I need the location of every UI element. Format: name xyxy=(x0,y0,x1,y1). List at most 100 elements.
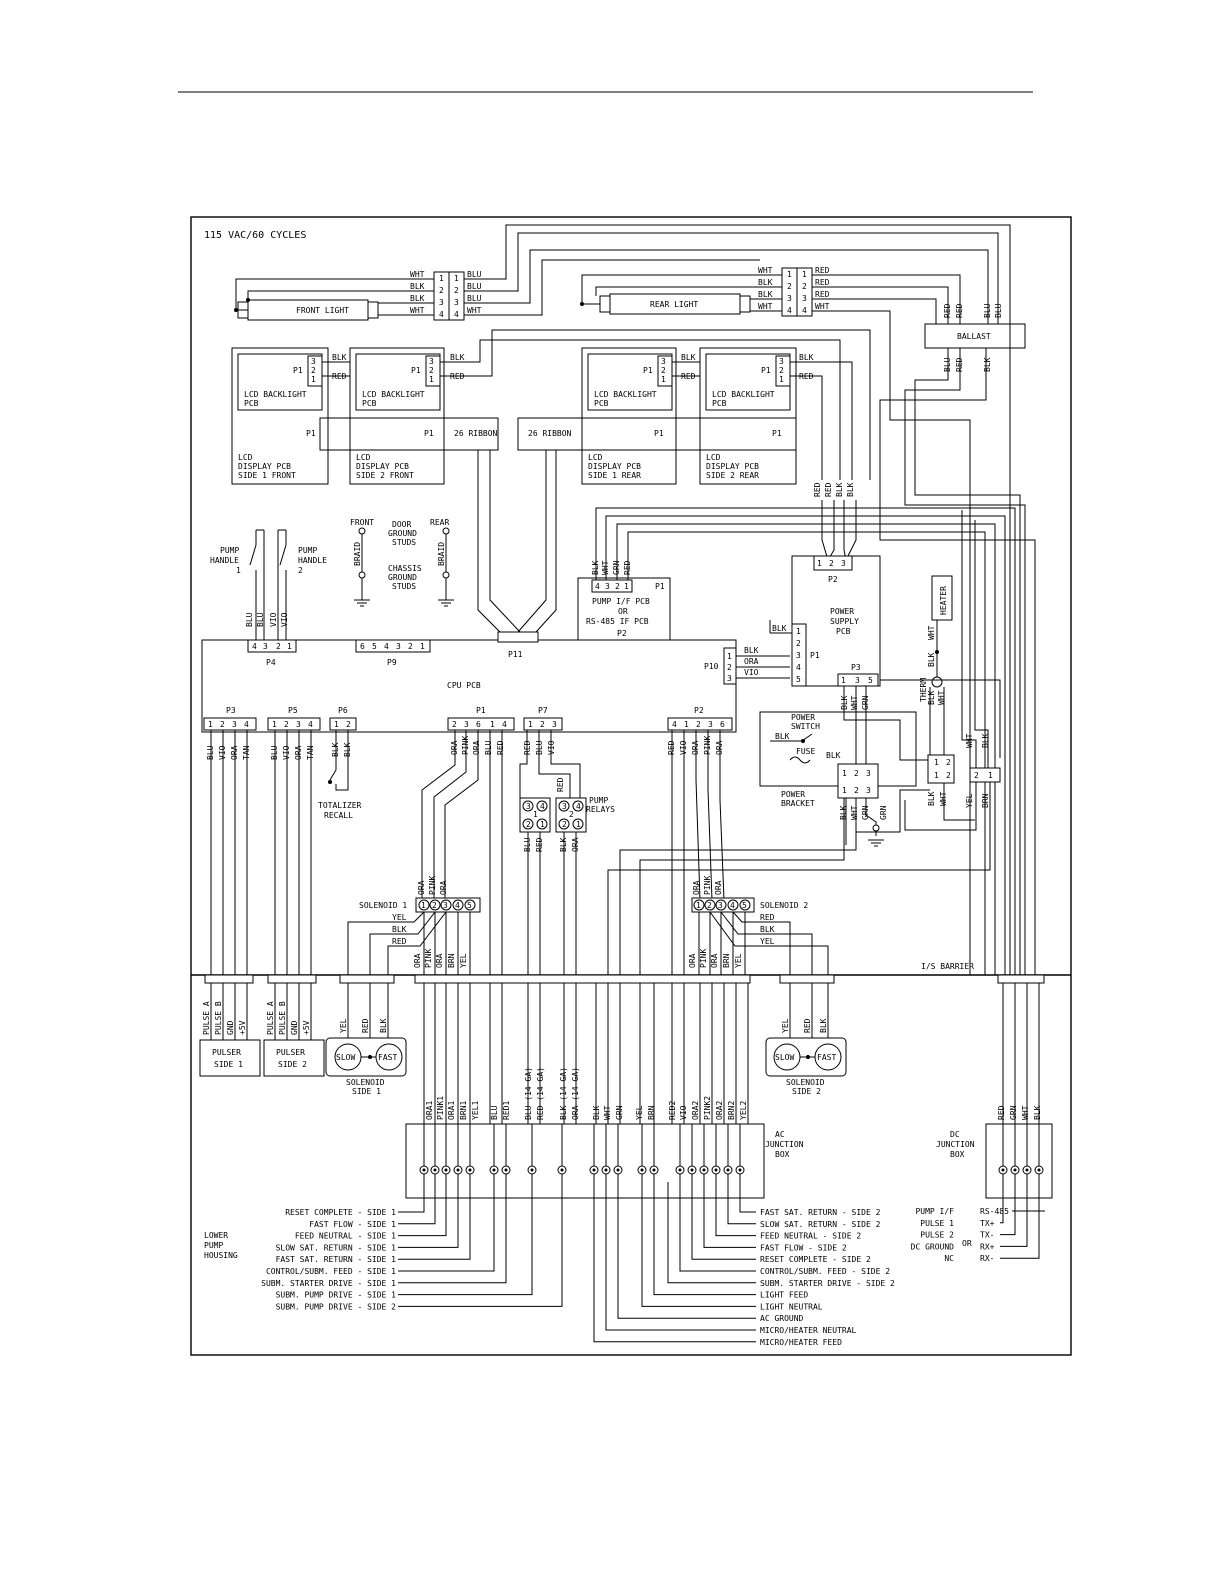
supply-label: 115 VAC/60 CYCLES xyxy=(204,230,306,241)
ribbon-label-1: 26 RIBBON xyxy=(454,429,498,438)
svg-text:2: 2 xyxy=(526,820,531,829)
function-label: FAST SAT. RETURN - SIDE 2 xyxy=(760,1208,881,1217)
barrier-label: I/S BARRIER xyxy=(921,962,974,971)
svg-text:3: 3 xyxy=(464,720,469,729)
svg-text:PULSER: PULSER xyxy=(276,1048,305,1057)
svg-text:P10: P10 xyxy=(704,662,719,671)
svg-text:2: 2 xyxy=(452,720,457,729)
svg-text:BLU: BLU xyxy=(467,270,482,279)
lcd-boards xyxy=(231,347,797,485)
svg-text:YEL: YEL xyxy=(459,953,468,968)
function-label: RESET COMPLETE - SIDE 2 xyxy=(760,1255,871,1264)
svg-text:1: 1 xyxy=(528,720,533,729)
svg-text:JUNCTION: JUNCTION xyxy=(765,1140,804,1149)
svg-text:BLK: BLK xyxy=(744,646,759,655)
svg-text:LCD BACKLIGHT: LCD BACKLIGHT xyxy=(594,390,657,399)
svg-text:ORA: ORA xyxy=(230,745,239,760)
svg-text:3: 3 xyxy=(396,642,401,651)
svg-text:FUSE: FUSE xyxy=(796,747,815,756)
svg-text:WHT: WHT xyxy=(758,302,773,311)
svg-text:BRN: BRN xyxy=(722,953,731,968)
svg-text:P11: P11 xyxy=(508,650,523,659)
svg-text:ORA: ORA xyxy=(744,657,759,666)
svg-text:TAN: TAN xyxy=(306,745,315,760)
svg-text:GND: GND xyxy=(290,1020,299,1035)
svg-text:LCD BACKLIGHT: LCD BACKLIGHT xyxy=(362,390,425,399)
svg-text:6: 6 xyxy=(360,642,365,651)
svg-text:1: 1 xyxy=(624,582,629,591)
svg-text:PCB: PCB xyxy=(712,399,727,408)
svg-text:P9: P9 xyxy=(387,658,397,667)
svg-text:2: 2 xyxy=(284,720,289,729)
svg-text:2: 2 xyxy=(220,720,225,729)
svg-text:SWITCH: SWITCH xyxy=(791,722,820,731)
heater: HEATER WHT BLK THERM BLK WHT xyxy=(919,575,953,760)
svg-text:P1: P1 xyxy=(476,706,486,715)
svg-text:GROUND: GROUND xyxy=(388,529,417,538)
svg-text:2: 2 xyxy=(854,786,859,795)
svg-text:SOLENOID 1: SOLENOID 1 xyxy=(359,901,407,910)
svg-text:4: 4 xyxy=(595,582,600,591)
svg-text:RED: RED xyxy=(392,937,407,946)
svg-text:4: 4 xyxy=(730,901,735,910)
svg-text:P2: P2 xyxy=(694,706,704,715)
svg-text:ORA: ORA xyxy=(413,953,422,968)
svg-text:3: 3 xyxy=(866,786,871,795)
svg-text:1: 1 xyxy=(684,720,689,729)
svg-text:ORA (14 GA): ORA (14 GA) xyxy=(571,1067,580,1120)
svg-text:YEL1: YEL1 xyxy=(471,1101,480,1120)
svg-text:2: 2 xyxy=(829,559,834,568)
svg-text:1: 1 xyxy=(420,642,425,651)
dc-function-label: PULSE 1 xyxy=(920,1219,954,1228)
function-label: SUBM. PUMP DRIVE - SIDE 2 xyxy=(276,1302,397,1311)
svg-text:THERM: THERM xyxy=(919,678,928,702)
svg-text:2: 2 xyxy=(615,582,620,591)
svg-text:SOLENOID 2: SOLENOID 2 xyxy=(760,901,808,910)
svg-text:STUDS: STUDS xyxy=(392,582,416,591)
svg-text:BLK: BLK xyxy=(927,690,936,705)
svg-text:P1: P1 xyxy=(293,366,303,375)
svg-text:3: 3 xyxy=(526,802,531,811)
svg-text:2: 2 xyxy=(802,282,807,291)
svg-text:P2: P2 xyxy=(828,575,838,584)
svg-text:BLK: BLK xyxy=(846,482,855,497)
front-light-label: FRONT LIGHT xyxy=(296,306,349,315)
svg-text:P1: P1 xyxy=(810,651,820,660)
svg-text:1: 1 xyxy=(934,758,939,767)
svg-text:HOUSING: HOUSING xyxy=(204,1251,238,1260)
dc-function-label: PULSE 2 xyxy=(920,1231,954,1240)
svg-text:P6: P6 xyxy=(338,706,348,715)
svg-text:P5: P5 xyxy=(288,706,298,715)
svg-text:1: 1 xyxy=(576,820,581,829)
svg-text:P7: P7 xyxy=(538,706,548,715)
svg-text:2: 2 xyxy=(346,720,351,729)
svg-text:LCD: LCD xyxy=(356,453,371,462)
function-label: AC GROUND xyxy=(760,1314,804,1323)
svg-text:LCD: LCD xyxy=(238,453,253,462)
svg-text:P4: P4 xyxy=(266,658,276,667)
svg-text:2: 2 xyxy=(854,769,859,778)
svg-text:RED2: RED2 xyxy=(668,1101,677,1120)
svg-text:2: 2 xyxy=(946,758,951,767)
svg-text:PINK1: PINK1 xyxy=(436,1096,445,1120)
svg-text:1: 1 xyxy=(988,771,993,780)
svg-text:PINK: PINK xyxy=(703,876,712,895)
svg-text:POWER: POWER xyxy=(781,790,805,799)
svg-text:WHT: WHT xyxy=(467,306,482,315)
svg-text:WHT: WHT xyxy=(927,625,936,640)
cpu-pcb xyxy=(201,639,737,733)
svg-text:P1: P1 xyxy=(772,429,782,438)
svg-text:PINK2: PINK2 xyxy=(703,1096,712,1120)
svg-text:YEL2: YEL2 xyxy=(739,1101,748,1120)
svg-text:WHT: WHT xyxy=(850,695,859,710)
svg-text:PCB: PCB xyxy=(594,399,609,408)
svg-text:SIDE 1: SIDE 1 xyxy=(214,1060,243,1069)
dc-function-label: DC GROUND xyxy=(911,1242,955,1251)
svg-text:2: 2 xyxy=(946,771,951,780)
